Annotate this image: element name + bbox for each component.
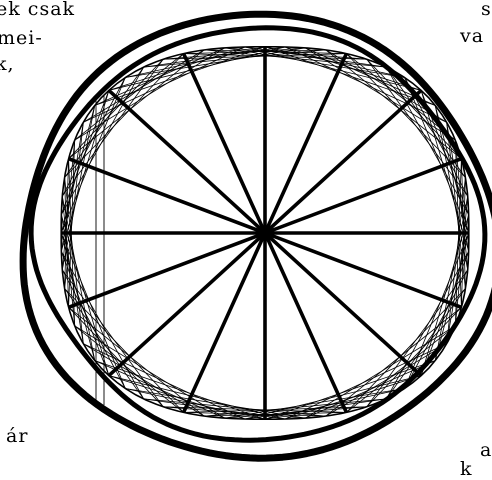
- spoke: [109, 90, 265, 233]
- string-chord: [346, 326, 455, 413]
- string-chord: [367, 307, 462, 407]
- spoke: [265, 90, 421, 233]
- string-chord: [265, 47, 435, 106]
- spoke: [109, 233, 265, 376]
- spoke: [265, 233, 421, 376]
- hub: [260, 228, 270, 238]
